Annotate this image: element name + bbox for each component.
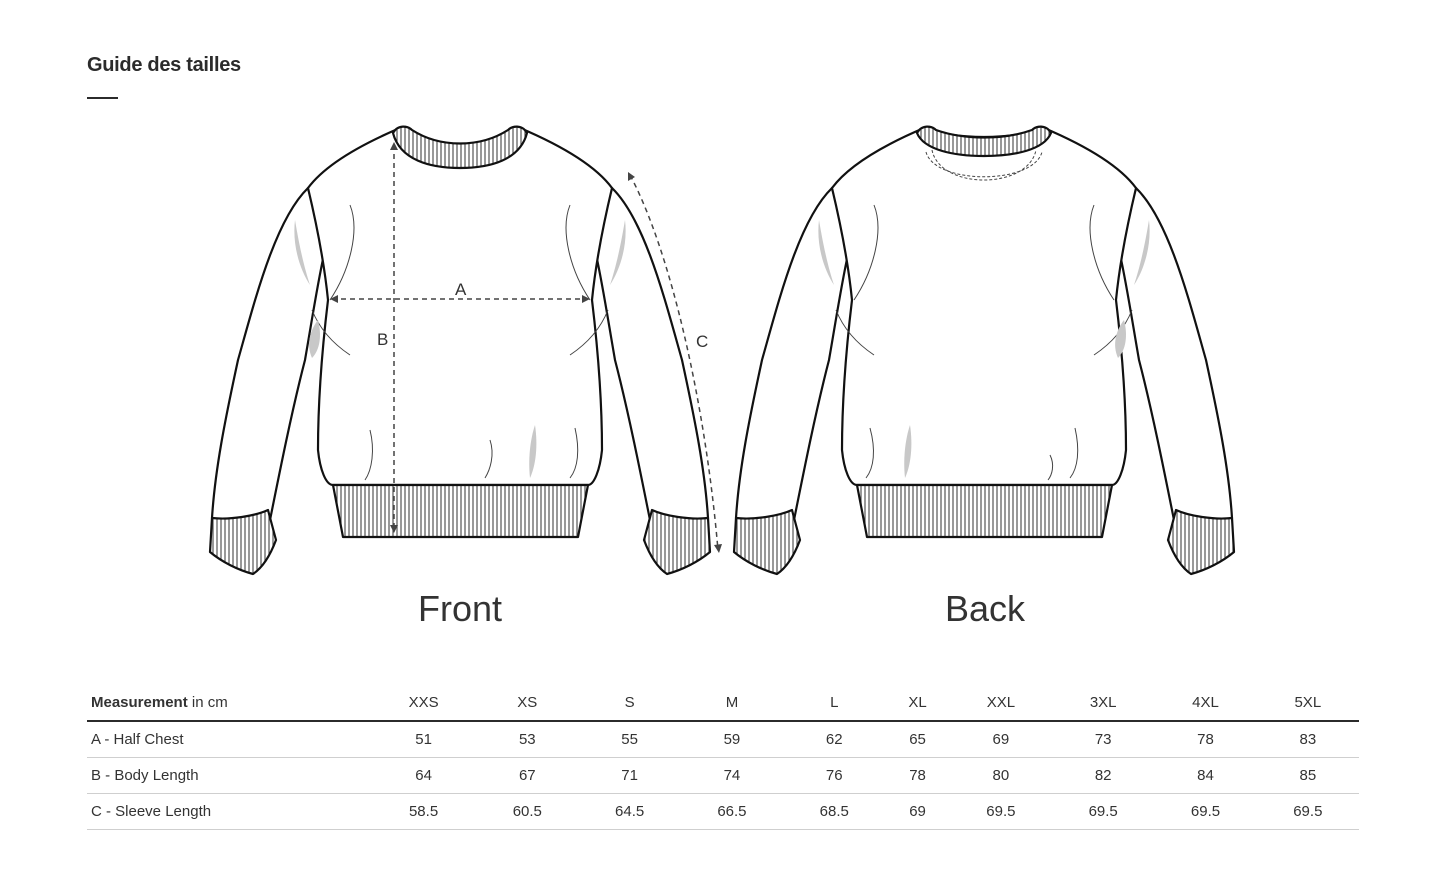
table-cell: 73 — [1052, 721, 1155, 758]
back-fold-lines — [835, 149, 1133, 481]
front-measure-arrows — [330, 142, 722, 553]
size-header: XS — [476, 684, 579, 722]
size-header: S — [578, 684, 681, 722]
table-cell: 59 — [680, 721, 784, 758]
table-cell: 76 — [783, 757, 886, 794]
table-cell: 80 — [949, 757, 1053, 794]
front-view-label: Front — [417, 588, 503, 629]
table-cell: 84 — [1154, 757, 1257, 794]
table-cell: 69.5 — [1256, 793, 1359, 830]
size-header: 5XL — [1256, 684, 1359, 722]
size-header: XL — [885, 684, 950, 722]
measure-b-label: B — [377, 330, 388, 349]
size-header: XXS — [371, 684, 477, 722]
measurement-header: Measurement in cm — [87, 684, 371, 722]
table-cell: 51 — [371, 721, 477, 758]
table-cell: 78 — [1154, 721, 1257, 758]
table-cell: 71 — [578, 757, 681, 794]
table-cell: 55 — [578, 721, 681, 758]
row-label: B - Body Length — [87, 757, 371, 794]
table-cell: 69 — [885, 793, 950, 830]
table-cell: 66.5 — [680, 793, 784, 830]
size-header: 3XL — [1052, 684, 1155, 722]
table-cell: 64 — [371, 757, 477, 794]
table-cell: 64.5 — [578, 793, 681, 830]
table-cell: 82 — [1052, 757, 1155, 794]
title-underline — [87, 97, 118, 99]
table-cell: 60.5 — [476, 793, 579, 830]
row-label: A - Half Chest — [87, 721, 371, 758]
back-view-label: Back — [944, 588, 1026, 629]
front-measure-lines — [332, 145, 719, 551]
table-cell: 69.5 — [1154, 793, 1257, 830]
table-cell: 67 — [476, 757, 579, 794]
back-sweatshirt — [732, 125, 1236, 576]
front-sweatshirt — [208, 125, 712, 576]
table-cell: 69 — [949, 721, 1053, 758]
table-cell: 69.5 — [949, 793, 1053, 830]
row-label: C - Sleeve Length — [87, 793, 371, 830]
table-cell: 68.5 — [783, 793, 886, 830]
size-header: 4XL — [1154, 684, 1257, 722]
size-table: Measurement in cm XXS XS S M L XL XXL 3X… — [87, 684, 1359, 830]
size-header: XXL — [949, 684, 1053, 722]
size-table-header: Measurement in cm XXS XS S M L XL XXL 3X… — [87, 684, 1359, 722]
size-header: L — [783, 684, 886, 722]
size-header: M — [680, 684, 784, 722]
table-cell: 58.5 — [371, 793, 477, 830]
sweatshirt-illustration: A B C — [208, 125, 1236, 576]
table-cell: 65 — [885, 721, 950, 758]
table-row: B - Body Length 64 67 71 74 76 78 80 82 … — [87, 757, 1359, 794]
table-cell: 85 — [1256, 757, 1359, 794]
front-fold-lines — [311, 204, 609, 481]
table-cell: 78 — [885, 757, 950, 794]
table-cell: 69.5 — [1052, 793, 1155, 830]
table-cell: 53 — [476, 721, 579, 758]
table-row: C - Sleeve Length 58.5 60.5 64.5 66.5 68… — [87, 793, 1359, 830]
measure-a-label: A — [455, 280, 467, 299]
table-cell: 83 — [1256, 721, 1359, 758]
measure-c-label: C — [696, 332, 708, 351]
table-row: A - Half Chest 51 53 55 59 62 65 69 73 7… — [87, 721, 1359, 758]
page-title: Guide des tailles — [87, 54, 241, 76]
table-cell: 74 — [680, 757, 784, 794]
table-cell: 62 — [783, 721, 886, 758]
